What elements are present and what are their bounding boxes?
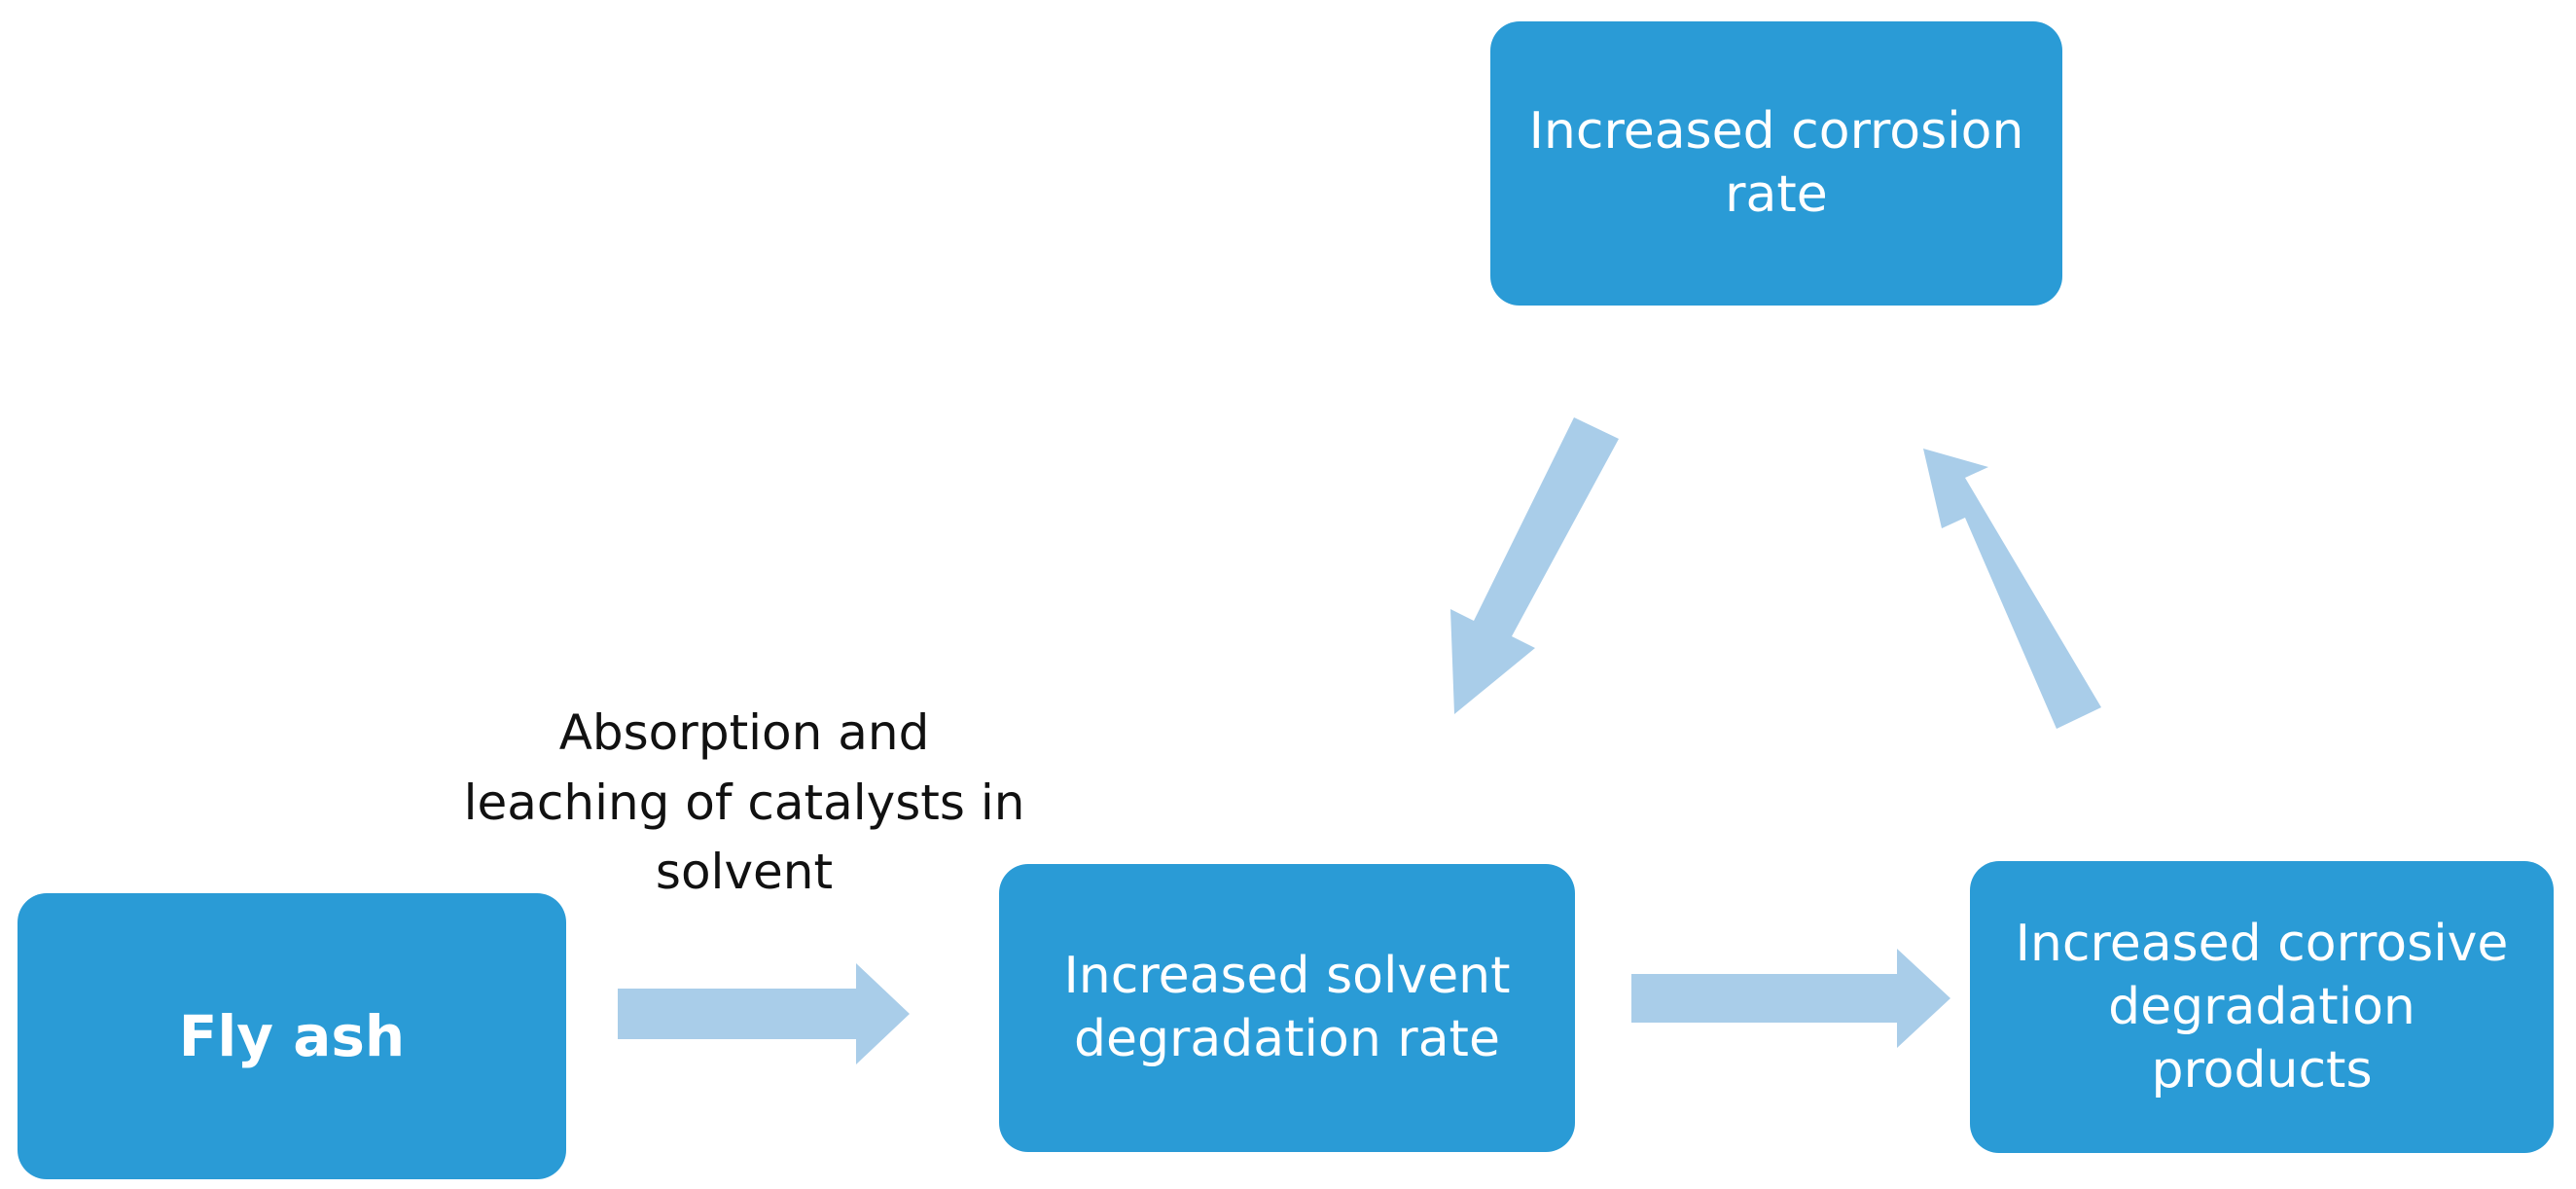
node-label: Increased corrosion rate (1528, 102, 2024, 224)
node-increased-corrosion-rate: Increased corrosion rate (1490, 21, 2062, 306)
node-increased-solvent-degradation-rate: Increased solvent degradation rate (999, 864, 1575, 1152)
arrow-right-icon (618, 963, 910, 1064)
edge-label-absorption-leaching: Absorption and leaching of catalysts in … (463, 704, 1025, 900)
arrow-right-icon (1631, 949, 1950, 1048)
arrow-down-left-icon (1450, 417, 1619, 714)
arrow-up-left-icon (1923, 449, 2101, 729)
node-label: Increased solvent degradation rate (1063, 947, 1511, 1068)
node-label: Increased corrosive degradation products (2015, 914, 2509, 1099)
node-fly-ash: Fly ash (18, 893, 566, 1179)
node-label: Fly ash (178, 1002, 406, 1069)
node-increased-corrosive-degradation-products: Increased corrosive degradation products (1970, 861, 2554, 1153)
